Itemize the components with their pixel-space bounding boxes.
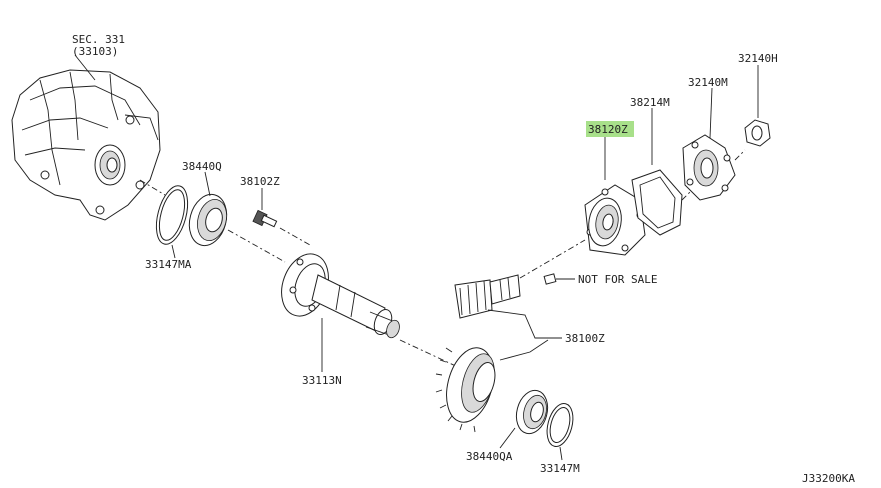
companion-flange-32140m [682,134,736,201]
ring-gear [435,347,496,433]
leader-38440qa [499,427,516,449]
pinion-gear [454,274,521,319]
leader-38440q [204,171,211,197]
o-ring-33147ma [155,185,189,245]
nut-32140h [744,119,771,147]
gasket-38214m [631,169,683,236]
label-33147ma: 33147MA [145,258,192,271]
label-33113n: 33113N [302,374,342,387]
bearing-38440qa [515,389,549,435]
leader-33147m [559,446,563,461]
bearing-cage-38120z [584,184,646,256]
label-38440qa: 38440QA [466,450,513,463]
leader-38100z-bottom [499,339,549,361]
label-diagram-code: J33200KA [802,472,855,485]
label-33147m: 33147M [540,462,580,475]
label-38214m: 38214M [630,96,670,109]
label-sec331-line1: SEC. 331 [72,33,125,46]
label-38440q: 38440Q [182,160,222,173]
shaft-33113n [281,253,400,339]
label-32140h: 32140H [738,52,778,65]
leader-sec331 [74,54,96,81]
bearing-38440q [188,193,228,247]
label-32140m: 32140M [688,76,728,89]
leader-38100z-top [487,309,562,339]
leader-32140m [709,87,713,139]
label-38120z: 38120Z [588,123,628,136]
o-ring-33147m [546,403,574,447]
label-38100z: 38100Z [565,332,605,345]
bolt-38102z [252,209,278,228]
label-sec331-line2: (33103) [72,45,118,58]
label-38102z: 38102Z [240,175,280,188]
transfer-case-housing [11,69,161,221]
leader-33147ma [171,244,176,259]
not-for-sale-marker [543,273,575,285]
label-not-for-sale: NOT FOR SALE [578,273,657,286]
highlight-38120z [586,121,634,137]
